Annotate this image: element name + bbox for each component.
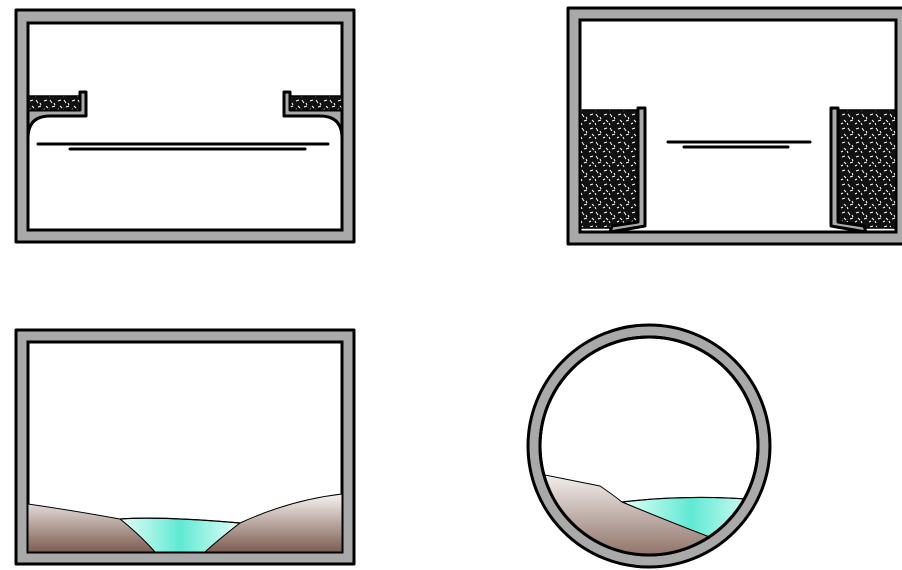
panel-box-culvert-natural-bed bbox=[14, 328, 356, 566]
water-surface bbox=[119, 517, 241, 524]
gravel-ledge-right bbox=[289, 95, 343, 111]
soil-bed bbox=[27, 493, 343, 553]
gravel-wall-left bbox=[579, 109, 639, 229]
panel-pipe-culvert-natural-bed bbox=[526, 323, 772, 569]
pipe-inner-edge bbox=[538, 335, 760, 557]
culvert-interior bbox=[26, 21, 344, 232]
baffle-right bbox=[829, 106, 868, 234]
panel-box-culvert-gravel-walls bbox=[566, 6, 902, 246]
panel-box-culvert-shelves bbox=[14, 8, 356, 244]
gravel-ledge-left bbox=[27, 95, 81, 111]
gravel-wall-right bbox=[837, 109, 897, 229]
baffle-left bbox=[608, 106, 647, 234]
